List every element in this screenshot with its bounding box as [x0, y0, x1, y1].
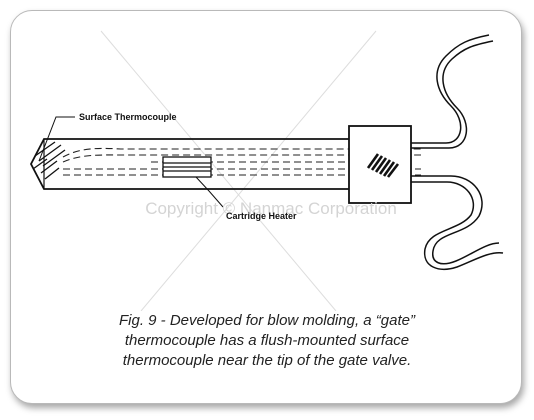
gate-thermocouple-diagram: Copyright © Nanmac Corporation Surface T…: [29, 30, 504, 311]
connector-block: [348, 125, 412, 204]
watermark-text: Copyright © Nanmac Corporation: [145, 199, 397, 218]
caption-line-3: thermocouple near the tip of the gate va…: [122, 352, 412, 369]
cartridge-heater: [162, 156, 212, 178]
caption-line-2: thermocouple has a flush-mounted surface: [124, 332, 410, 349]
lead-wires: [411, 34, 504, 270]
tip-hatching: [32, 141, 66, 180]
caption-line-1: Fig. 9 - Developed for blow molding, a “…: [119, 312, 415, 329]
watermark-cross: [100, 30, 377, 311]
figure-card: Copyright © Nanmac Corporation Surface T…: [10, 10, 522, 404]
label-cartridge-heater: Cartridge Heater: [226, 211, 297, 221]
label-surface-thermocouple: Surface Thermocouple: [79, 112, 177, 122]
figure-caption: Fig. 9 - Developed for blow molding, a “…: [31, 311, 503, 371]
leader-lines: [38, 116, 224, 208]
